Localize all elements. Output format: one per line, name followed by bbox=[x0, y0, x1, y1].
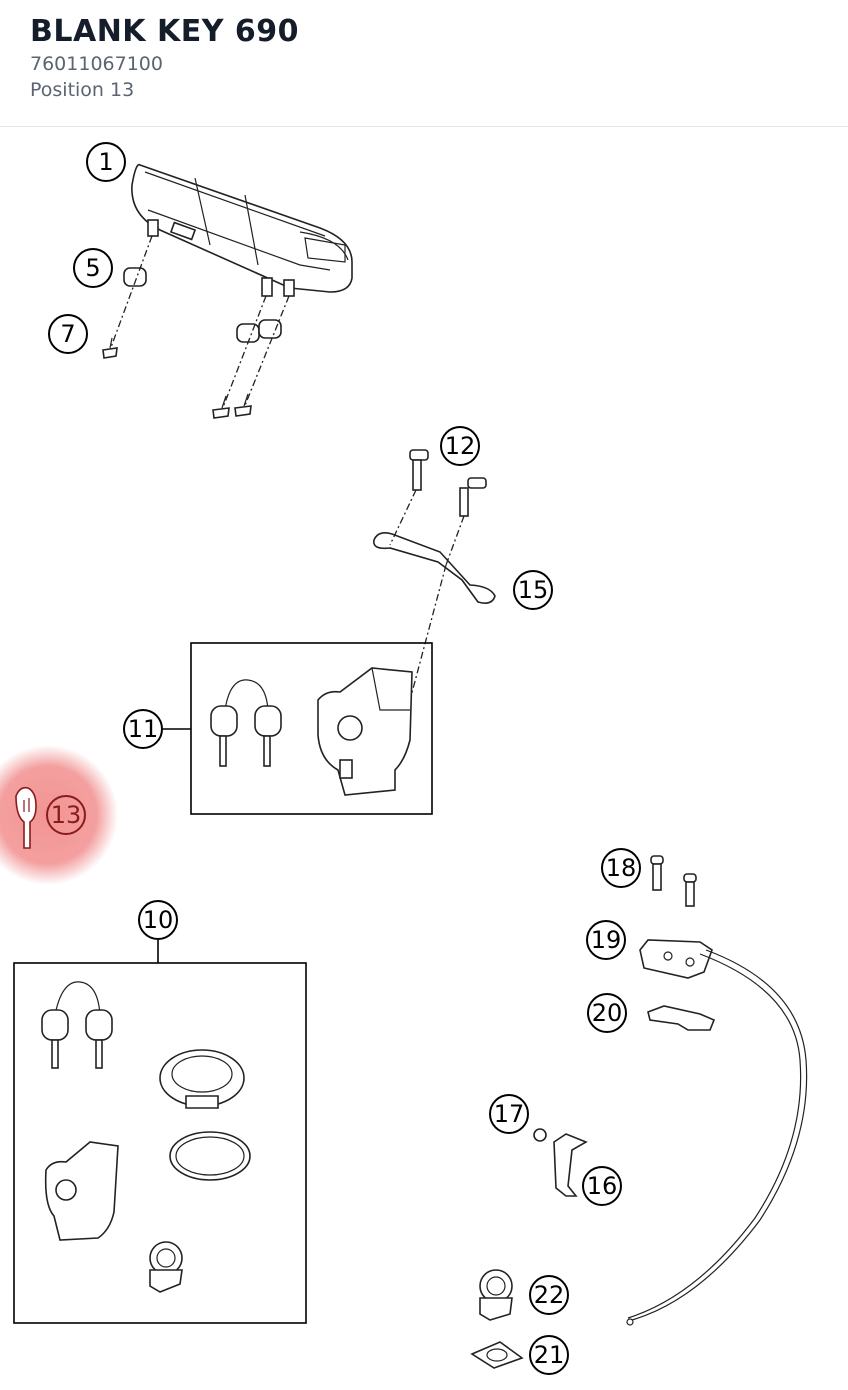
svg-text:20: 20 bbox=[592, 999, 623, 1027]
part-position: Position 13 bbox=[30, 79, 135, 101]
svg-text:15: 15 bbox=[518, 576, 549, 604]
svg-text:12: 12 bbox=[445, 432, 476, 460]
svg-text:22: 22 bbox=[534, 1281, 565, 1309]
part-title: BLANK KEY 690 bbox=[30, 14, 300, 49]
callout-11[interactable]: 11 bbox=[123, 709, 163, 749]
svg-text:13: 13 bbox=[51, 801, 82, 829]
part-header: BLANK KEY 690 76011067100 Position 13 bbox=[0, 0, 848, 127]
exploded-parts-diagram: 1 5 7 12 15 11 13 10 18 19 20 17 16 22 2… bbox=[0, 142, 808, 1375]
svg-text:18: 18 bbox=[606, 854, 637, 882]
callout-12[interactable]: 12 bbox=[440, 426, 480, 466]
callout-17[interactable]: 17 bbox=[489, 1094, 529, 1134]
instrument-cluster-drawing bbox=[102, 163, 353, 419]
callout-15[interactable]: 15 bbox=[513, 570, 553, 610]
svg-text:21: 21 bbox=[534, 1341, 565, 1369]
svg-text:19: 19 bbox=[591, 926, 622, 954]
svg-text:7: 7 bbox=[60, 320, 75, 348]
svg-text:16: 16 bbox=[587, 1172, 618, 1200]
svg-text:11: 11 bbox=[128, 715, 159, 743]
callout-13[interactable]: 13 bbox=[46, 795, 86, 835]
callout-22[interactable]: 22 bbox=[529, 1275, 569, 1315]
ignition-lock-drawing bbox=[210, 667, 413, 796]
seat-lock-drawing bbox=[533, 855, 808, 1326]
kit-box-10 bbox=[13, 962, 307, 1324]
callout-21[interactable]: 21 bbox=[529, 1335, 569, 1375]
selection-highlight bbox=[0, 745, 118, 885]
svg-text:10: 10 bbox=[143, 906, 174, 934]
callout-19[interactable]: 19 bbox=[586, 920, 626, 960]
part-number: 76011067100 bbox=[30, 53, 163, 75]
callout-18[interactable]: 18 bbox=[601, 848, 641, 888]
callout-20[interactable]: 20 bbox=[587, 993, 627, 1033]
callout-7[interactable]: 7 bbox=[48, 314, 88, 354]
callout-5[interactable]: 5 bbox=[73, 248, 113, 288]
callout-1[interactable]: 1 bbox=[86, 142, 126, 182]
callout-16[interactable]: 16 bbox=[582, 1166, 622, 1206]
blank-key-13-drawing bbox=[15, 786, 37, 849]
lock-set-drawing bbox=[41, 981, 251, 1293]
svg-text:5: 5 bbox=[85, 254, 100, 282]
fuel-cap-lock-drawing bbox=[470, 1269, 524, 1369]
svg-text:1: 1 bbox=[98, 148, 113, 176]
svg-text:17: 17 bbox=[494, 1100, 525, 1128]
callout-10[interactable]: 10 bbox=[138, 900, 178, 940]
ignition-bracket-drawing bbox=[373, 449, 496, 701]
